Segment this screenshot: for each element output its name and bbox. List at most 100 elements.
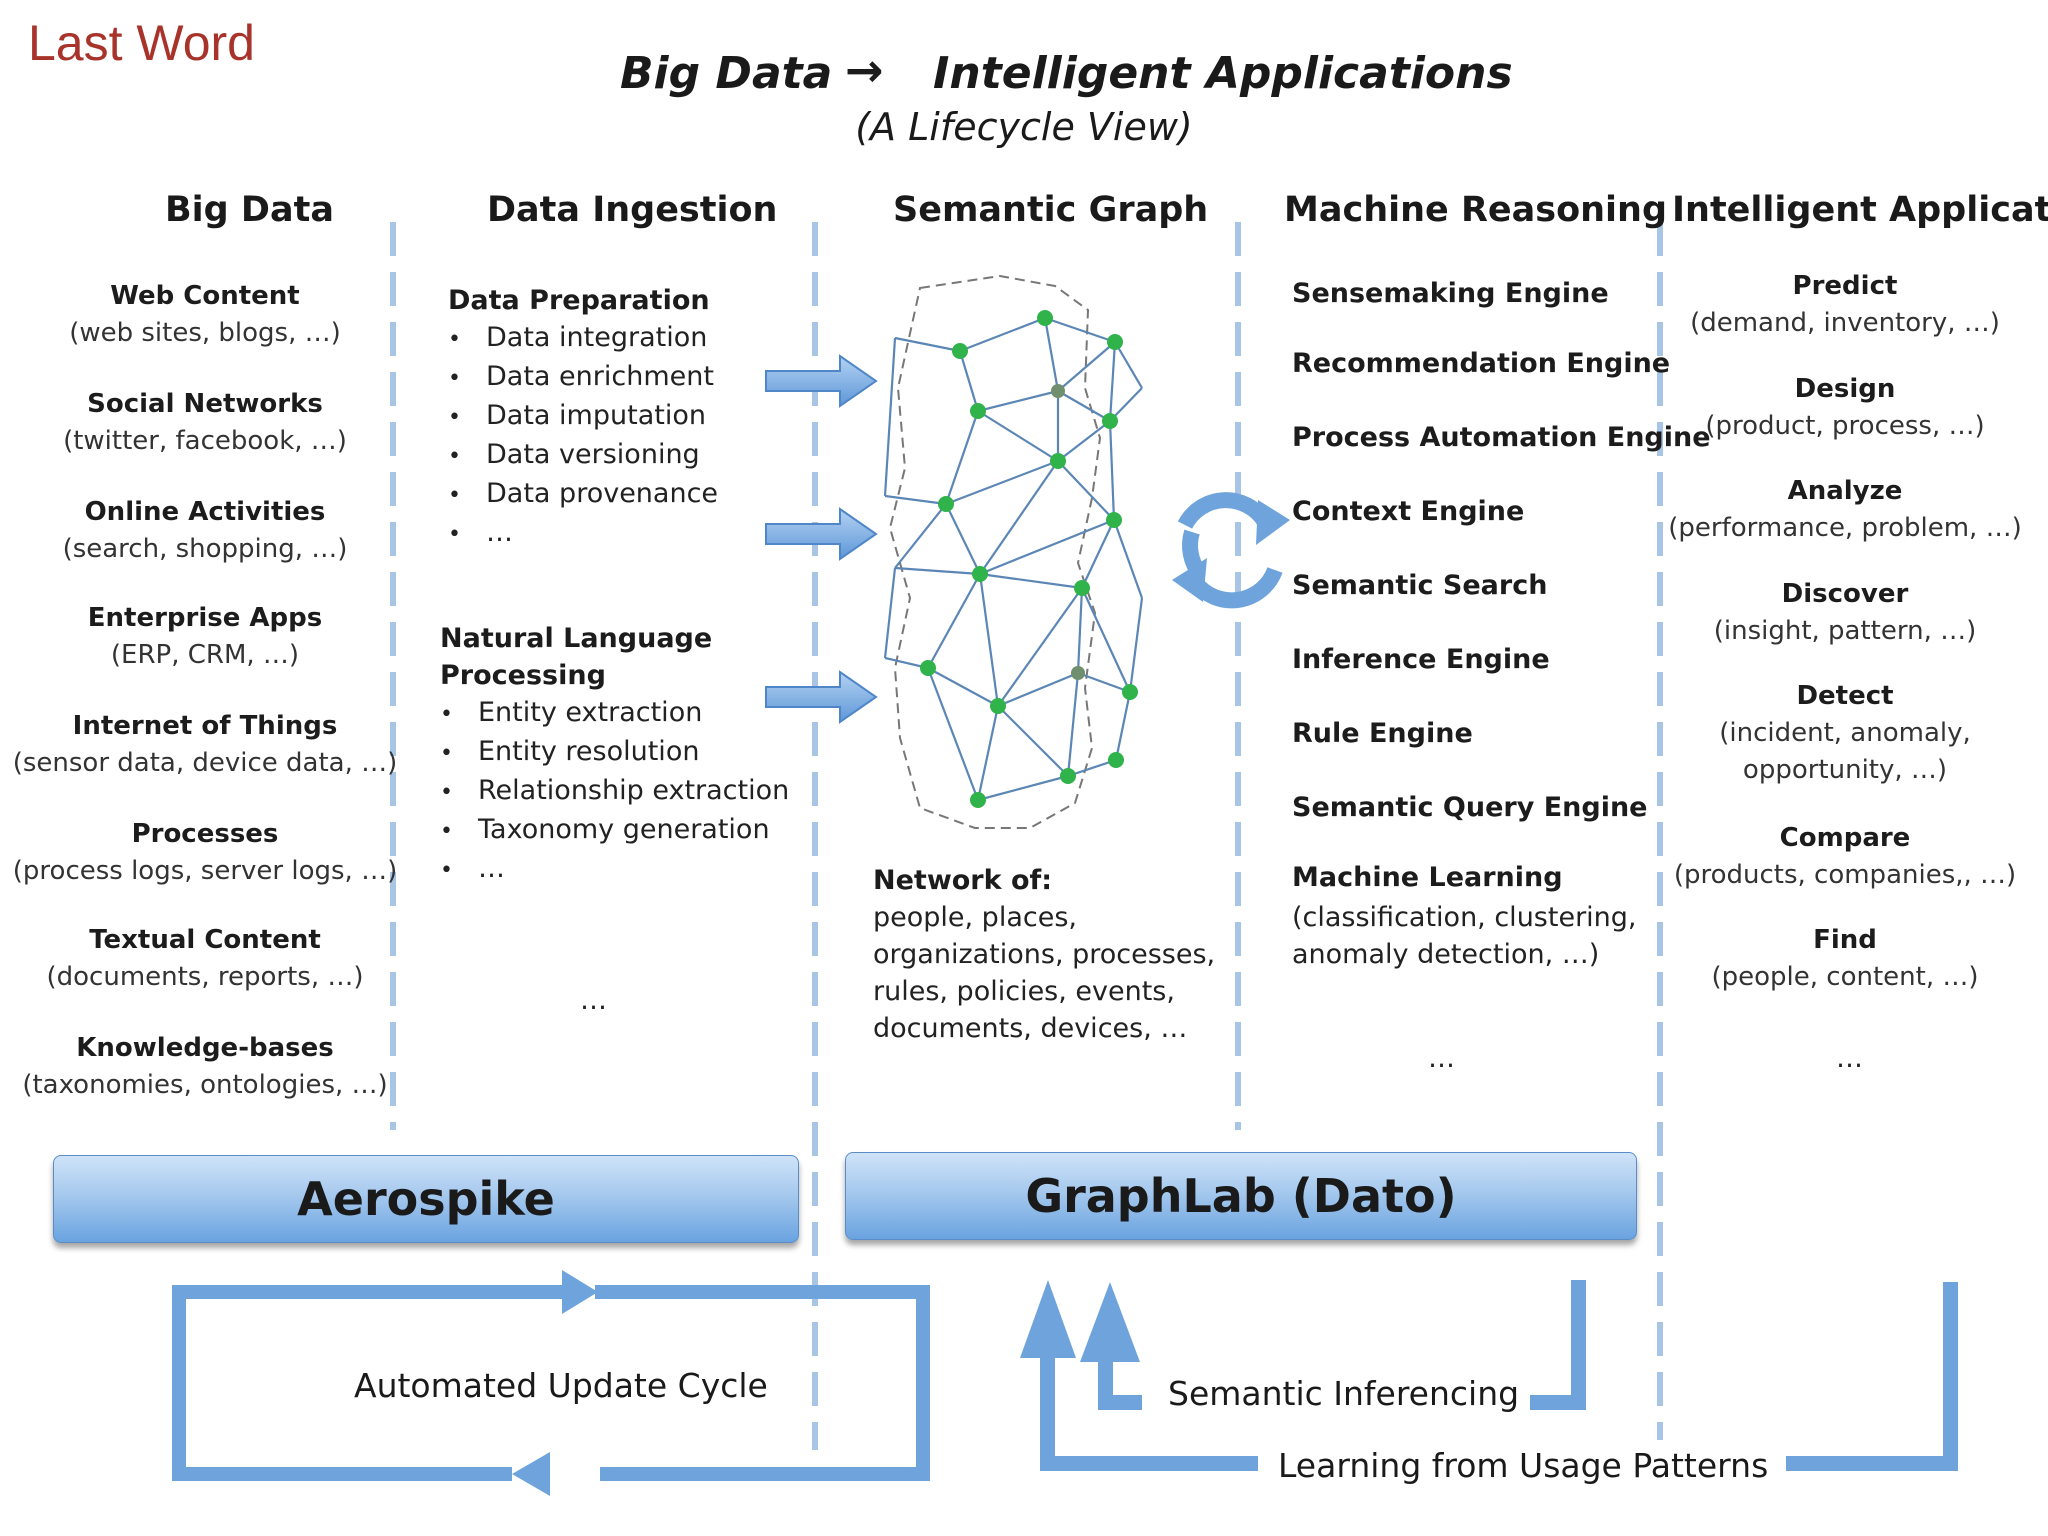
graph-edge: [1114, 691, 1132, 761]
graph-edge: [979, 572, 1083, 590]
source-online-activities: Online Activities (search, shopping, …): [10, 494, 400, 568]
graph-edge: [1108, 341, 1117, 422]
graph-edge: [1057, 420, 1111, 462]
graph-edge: [976, 705, 1000, 801]
machine-learning-title: Machine Learning: [1292, 862, 1563, 893]
graph-edge: [1067, 758, 1117, 778]
data-preparation-list: Data integration Data enrichment Data im…: [448, 319, 718, 553]
graph-edge: [958, 350, 980, 412]
graph-node: [990, 698, 1006, 714]
header-intelligent-application: Intelligent Application: [1672, 190, 2048, 230]
graph-node: [1060, 768, 1076, 784]
list-item: Entity extraction: [440, 694, 789, 733]
source-detail: (ERP, CRM, …): [110, 640, 300, 670]
list-item: Data provenance: [448, 475, 718, 514]
source-processes: Processes (process logs, server logs, …): [10, 816, 400, 890]
source-detail: (twitter, facebook, …): [63, 426, 347, 456]
graph-edge: [979, 518, 1115, 576]
app-detail: (insight, pattern, …): [1713, 616, 1977, 646]
app-detail: (demand, inventory, …): [1690, 308, 2000, 338]
engine-semantic-search: Semantic Search: [1292, 570, 1548, 601]
corner-label: Last Word: [28, 15, 255, 71]
header-data-ingestion: Data Ingestion: [487, 190, 778, 230]
source-detail: (web sites, blogs, …): [69, 318, 341, 348]
title-left: Big Data: [620, 48, 833, 99]
app-title: Design: [1794, 374, 1896, 404]
app-detail: (products, companies,, …): [1673, 860, 2017, 890]
graph-node: [1107, 334, 1123, 350]
graph-edge: [959, 316, 1046, 353]
network-line: documents, devices, …: [873, 1013, 1188, 1044]
engine-semantic-query: Semantic Query Engine: [1292, 792, 1648, 823]
source-title: Enterprise Apps: [87, 603, 323, 633]
learning-from-usage-label: Learning from Usage Patterns: [1278, 1446, 1769, 1485]
graph-edge: [945, 459, 1059, 506]
list-item: Data versioning: [448, 436, 718, 475]
graph-edge: [883, 337, 897, 497]
source-title: Online Activities: [84, 497, 326, 527]
app-compare: Compare (products, companies,, …): [1660, 820, 2030, 894]
graph-edge: [1112, 519, 1144, 599]
graph-edge: [1057, 390, 1111, 422]
app-discover: Discover (insight, pattern, …): [1660, 576, 2030, 650]
semantic-inferencing-label: Semantic Inferencing: [1168, 1374, 1520, 1413]
list-item: …: [448, 514, 718, 553]
source-title: Processes: [131, 819, 279, 849]
graph-node: [1051, 384, 1065, 398]
ingestion-ellipsis: …: [580, 985, 607, 1016]
network-title: Network of:: [873, 865, 1053, 896]
graph-edge: [894, 336, 961, 353]
app-title: Detect: [1796, 681, 1894, 711]
graph-edge: [997, 671, 1079, 708]
engine-recommendation: Recommendation Engine: [1292, 348, 1671, 379]
header-machine-reasoning: Machine Reasoning: [1284, 190, 1668, 230]
graph-edge: [1081, 519, 1115, 589]
app-title: Find: [1813, 925, 1877, 955]
app-find: Find (people, content, …): [1660, 922, 2030, 996]
graph-node: [1071, 666, 1085, 680]
graph-edge: [944, 410, 980, 505]
reasoning-ellipsis: …: [1428, 1043, 1455, 1074]
source-social-networks: Social Networks (twitter, facebook, …): [10, 386, 400, 460]
graph-edge: [894, 566, 981, 576]
graph-edge: [1057, 341, 1116, 392]
list-item: Taxonomy generation: [440, 811, 789, 850]
network-description: people, places, organizations, processes…: [873, 899, 1215, 1047]
graph-edge: [997, 705, 1069, 777]
network-line: people, places,: [873, 902, 1077, 933]
graph-node: [972, 566, 988, 582]
graph-node: [952, 343, 968, 359]
graph-edge: [1044, 316, 1116, 344]
list-item: …: [440, 850, 789, 889]
header-big-data: Big Data: [165, 190, 334, 230]
app-detail: (people, content, …): [1711, 962, 1979, 992]
semantic-inferencing-loop: [1098, 1280, 1586, 1410]
graph-edge: [945, 503, 981, 575]
graph-edge: [977, 774, 1069, 802]
graph-node: [938, 496, 954, 512]
graph-edge: [883, 567, 897, 659]
graph-node: [1050, 453, 1066, 469]
source-web-content: Web Content (web sites, blogs, …): [10, 278, 400, 352]
graph-edge: [979, 460, 1059, 575]
source-detail: (documents, reports, …): [46, 962, 364, 992]
network-line: organizations, processes,: [873, 939, 1216, 970]
graph-node: [970, 792, 986, 808]
graph-node: [1122, 684, 1138, 700]
learning-loop: [1040, 1282, 1958, 1471]
graph-edge: [894, 503, 947, 569]
subtitle: (A Lifecycle View): [855, 105, 1193, 149]
graph-edge: [977, 410, 1059, 462]
app-detail: opportunity, …): [1742, 755, 1948, 785]
app-detail: (performance, problem, …): [1668, 513, 2022, 543]
up-arrow-icon: [1080, 1282, 1140, 1362]
machine-learning-detail: (classification, clustering, anomaly det…: [1292, 899, 1637, 973]
graph-node: [920, 660, 936, 676]
graph-edge: [927, 573, 981, 669]
ml-line: anomaly detection, …): [1292, 939, 1600, 970]
source-internet-of-things: Internet of Things (sensor data, device …: [10, 708, 400, 782]
right-arrow-icon: [562, 1270, 598, 1314]
app-analyze: Analyze (performance, problem, …): [1660, 473, 2030, 547]
list-item: Data integration: [448, 319, 718, 358]
list-item: Data enrichment: [448, 358, 718, 397]
